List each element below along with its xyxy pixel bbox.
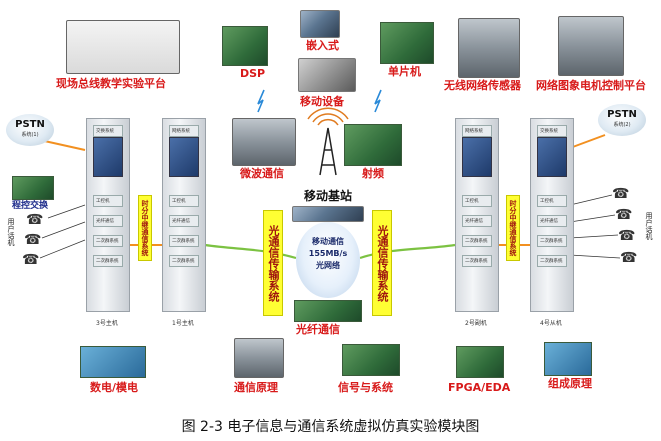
program-switch-image	[12, 176, 54, 200]
fieldbus-label: 现场总线教学实验平台	[56, 77, 166, 90]
phone-icon: ☎	[22, 252, 40, 268]
fiber-board-image	[294, 300, 362, 322]
composition-board-image	[544, 342, 592, 376]
pstn-left-text: PSTN 系统(1)	[15, 119, 45, 139]
embedded-label: 嵌入式	[306, 39, 339, 52]
tdm-trunk-left: 时分中继通信系统	[138, 195, 152, 261]
user-phone-left-label: 用户话机	[7, 218, 15, 246]
fpga-board-image	[456, 346, 504, 378]
rack-4-slave: 交换系统 工控机 光纤通信 二次群系统 二次群系统	[530, 118, 574, 312]
phone-icon: ☎	[615, 207, 633, 223]
motor-control-label: 网络图象电机控制平台	[536, 79, 646, 92]
fpga-label: FPGA/EDA	[448, 381, 511, 394]
base-station-label: 移动基站	[304, 189, 353, 203]
user-phone-right-label: 用户话机	[645, 212, 653, 240]
digital-analog-label: 数电/模电	[90, 381, 139, 394]
microwave-kit-image	[232, 118, 296, 166]
figure-caption: 图 2-3 电子信息与通信系统虚拟仿真实验模块图	[181, 419, 480, 435]
motor-control-image	[558, 16, 624, 76]
phone-icon: ☎	[618, 228, 636, 244]
phone-icon: ☎	[26, 212, 44, 228]
rack-4-label: 4号从机	[540, 320, 562, 327]
rf-board-image	[344, 124, 402, 166]
optical-system-left: 光通信传输系统	[263, 210, 283, 316]
dsp-label: DSP	[240, 67, 266, 80]
microwave-label: 微波通信	[240, 167, 284, 180]
signal-system-label: 信号与系统	[338, 381, 393, 394]
optical-link-left	[204, 243, 297, 260]
mcu-board-image	[380, 22, 434, 64]
phone-icon: ☎	[24, 232, 42, 248]
mobile-phones-image	[298, 58, 356, 92]
pstn-right-link	[569, 134, 606, 149]
wireless-right	[374, 89, 382, 113]
pstn-cloud-right	[598, 104, 646, 136]
phone-icon: ☎	[612, 186, 630, 202]
cloud-text: 移动通信 155MB/s 光网络	[308, 237, 348, 270]
signal-system-board-image	[342, 344, 400, 376]
fieldbus-platform-image	[66, 20, 180, 74]
base-station-unit-image	[292, 206, 364, 222]
fiber-comm-label: 光纤通信	[296, 323, 340, 336]
phone-icon: ☎	[620, 250, 638, 266]
rack-3-label: 3号主机	[96, 320, 118, 327]
pstn-right-text: PSTN 系统(2)	[607, 109, 637, 129]
phone-line-right	[569, 194, 621, 259]
rack-2-label: 2号副机	[465, 320, 487, 327]
embedded-device-image	[300, 10, 340, 38]
optical-link-right	[359, 243, 456, 260]
pstn-cloud-left	[6, 114, 54, 146]
wireless-sensor-image	[458, 18, 520, 78]
antenna-icon	[307, 107, 349, 176]
comm-principle-label: 通信原理	[234, 381, 278, 394]
pstn-left-link	[39, 139, 86, 151]
rack-3-main: 交换系统 工控机 光纤通信 二次群系统 二次群系统	[86, 118, 130, 312]
rack-1-label: 1号主机	[172, 320, 194, 327]
tdm-trunk-right: 时分中继通信系统	[506, 195, 520, 261]
mcu-label: 单片机	[388, 65, 421, 78]
wireless-left	[257, 89, 265, 113]
rack-2-sub: 网络系统 工控机 光纤通信 二次群系统 二次群系统	[455, 118, 499, 312]
composition-label: 组成原理	[548, 377, 592, 390]
digital-analog-kit-image	[80, 346, 146, 378]
wireless-sensor-label: 无线网络传感器	[444, 79, 521, 92]
phone-line-left	[39, 204, 86, 259]
optical-system-right: 光通信传输系统	[372, 210, 392, 316]
rf-label: 射频	[362, 167, 384, 180]
comm-principle-case-image	[234, 338, 284, 378]
optical-network-cloud	[296, 222, 360, 298]
program-switch-label: 程控交换	[12, 201, 49, 211]
rack-1-main: 网络系统 工控机 光纤通信 二次群系统 二次群系统	[162, 118, 206, 312]
mobile-device-label: 移动设备	[300, 95, 344, 108]
dsp-board-image	[222, 26, 268, 66]
